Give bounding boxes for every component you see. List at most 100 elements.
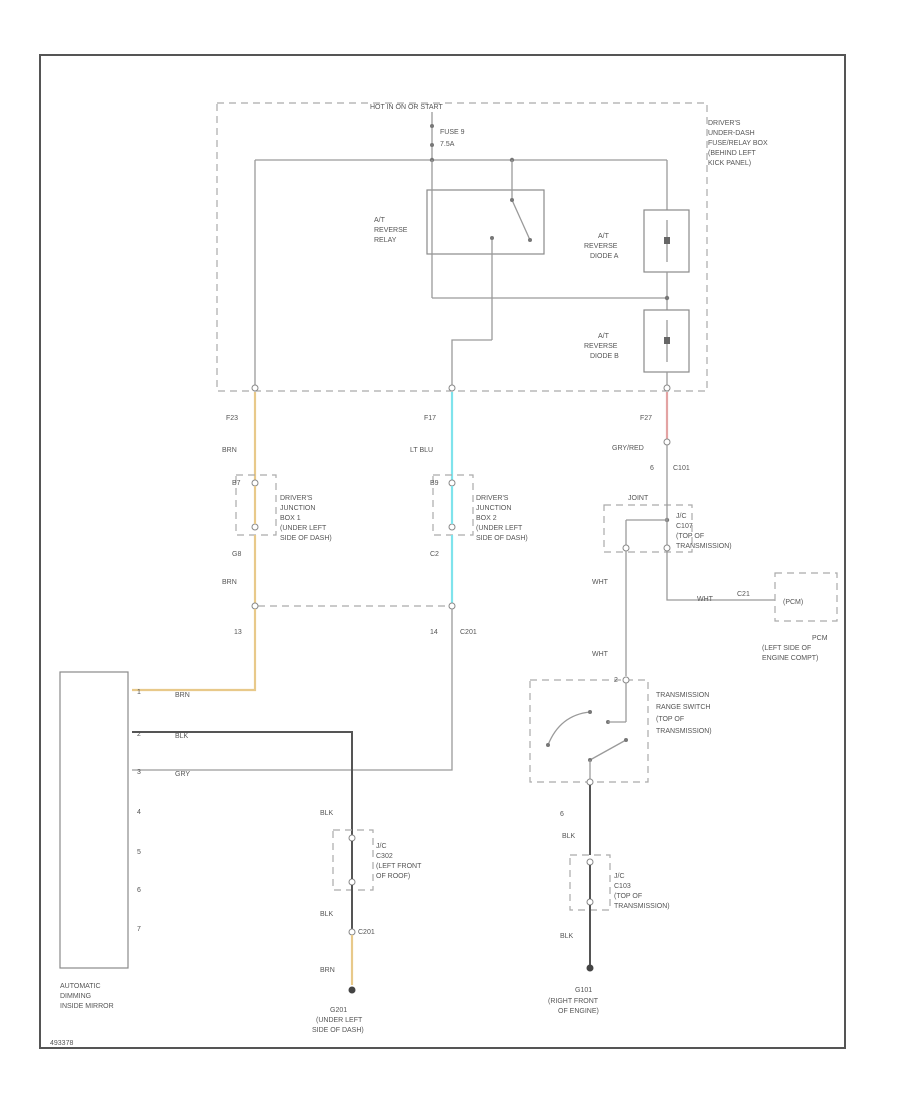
svg-text:C2: C2	[430, 551, 439, 558]
svg-text:JOINT: JOINT	[628, 495, 649, 502]
svg-text:(UNDER LEFT: (UNDER LEFT	[316, 1017, 363, 1024]
svg-text:(LEFT SIDE OF: (LEFT SIDE OF	[762, 645, 811, 652]
svg-text:DIODE B: DIODE B	[590, 353, 619, 360]
svg-text:(LEFT FRONT: (LEFT FRONT	[376, 863, 422, 870]
wire-label-ltblu: LT BLU	[410, 447, 433, 454]
svg-text:(TOP OF: (TOP OF	[676, 533, 704, 540]
svg-text:UNDER-DASH: UNDER-DASH	[708, 130, 755, 137]
svg-text:F23: F23	[226, 415, 238, 422]
trs-output-pin: 6	[560, 811, 564, 818]
svg-text:KICK PANEL): KICK PANEL)	[708, 160, 751, 167]
svg-text:3: 3	[137, 769, 141, 776]
svg-text:A/T: A/T	[598, 233, 610, 240]
svg-text:C103: C103	[614, 883, 631, 890]
wire-label-brn2: BRN	[222, 579, 237, 586]
wire-label-blk3: BLK	[562, 833, 576, 840]
svg-text:J/C: J/C	[676, 513, 687, 520]
svg-text:DRIVER'S: DRIVER'S	[280, 495, 313, 502]
svg-text:(UNDER LEFT: (UNDER LEFT	[476, 525, 523, 532]
ground-g201: G201 (UNDER LEFT SIDE OF DASH)	[312, 986, 364, 1034]
junction-box-2: B9 C2 DRIVER'S JUNCTION BOX 2 (UNDER LEF…	[430, 474, 528, 558]
gry-wire-to-mirror	[132, 609, 453, 771]
svg-text:F17: F17	[424, 415, 436, 422]
svg-text:(TOP OF: (TOP OF	[656, 716, 684, 723]
wire-label-gry-mirror: GRY	[175, 771, 190, 778]
svg-text:(TOP OF: (TOP OF	[614, 893, 642, 900]
blk-wire-to-ground	[132, 731, 353, 835]
svg-text:G201: G201	[330, 1007, 347, 1014]
svg-text:5: 5	[137, 849, 141, 856]
svg-text:13: 13	[234, 629, 242, 636]
svg-text:A/T: A/T	[598, 333, 610, 340]
auto-dimming-mirror: 1 2 3 4 5 6 7 AUTOMATIC DIMMING INSIDE M…	[59, 671, 141, 1010]
wire-label-wht1: WHT	[592, 579, 609, 586]
svg-text:AUTOMATIC: AUTOMATIC	[60, 983, 101, 990]
svg-text:B7: B7	[232, 480, 241, 487]
c101-pin	[663, 438, 671, 446]
svg-text:B9: B9	[430, 480, 439, 487]
svg-text:REVERSE: REVERSE	[584, 343, 618, 350]
svg-text:BOX 1: BOX 1	[280, 515, 301, 522]
jc-c107: JOINT J/C C107 (TOP OF TRANSMISSION)	[603, 495, 732, 553]
reverse-diode-a: A/T REVERSE DIODE A	[584, 209, 690, 273]
svg-text:BLK: BLK	[320, 810, 334, 817]
svg-text:J/C: J/C	[614, 873, 625, 880]
svg-text:TRANSMISSION): TRANSMISSION)	[676, 543, 732, 550]
svg-text:14: 14	[430, 629, 438, 636]
svg-text:TRANSMISSION): TRANSMISSION)	[614, 903, 670, 910]
svg-text:TRANSMISSION: TRANSMISSION	[656, 692, 709, 699]
wire-label-brn-mirror: BRN	[175, 692, 190, 699]
svg-text:C302: C302	[376, 853, 393, 860]
svg-text:J/C: J/C	[376, 843, 387, 850]
connector-c201: 13 14 C201	[234, 602, 477, 636]
wire-label-brn3: BRN	[320, 967, 335, 974]
svg-text:RANGE SWITCH: RANGE SWITCH	[656, 704, 710, 711]
svg-text:INSIDE MIRROR: INSIDE MIRROR	[60, 1003, 114, 1010]
fuse-relay-box-label: DRIVER'S UNDER-DASH FUSE/RELAY BOX (BEHI…	[708, 120, 768, 167]
svg-text:G8: G8	[232, 551, 241, 558]
svg-text:C107: C107	[676, 523, 693, 530]
svg-text:OF ENGINE): OF ENGINE)	[558, 1008, 599, 1015]
svg-text:2: 2	[137, 731, 141, 738]
relay-output-wire	[451, 339, 492, 388]
svg-text:2: 2	[614, 677, 618, 684]
svg-text:(RIGHT FRONT: (RIGHT FRONT	[548, 998, 599, 1005]
reverse-relay: A/T REVERSE RELAY	[374, 160, 545, 340]
svg-text:JUNCTION: JUNCTION	[280, 505, 315, 512]
fuse-9: FUSE 9 7.5A	[430, 112, 465, 160]
jc-c103: J/C C103 (TOP OF TRANSMISSION)	[569, 854, 670, 911]
svg-text:DRIVER'S: DRIVER'S	[708, 120, 741, 127]
outer-frame	[39, 54, 846, 1049]
fuse-relay-box-outline	[216, 102, 708, 392]
svg-text:FUSE/RELAY BOX: FUSE/RELAY BOX	[708, 140, 768, 147]
svg-text:(UNDER LEFT: (UNDER LEFT	[280, 525, 327, 532]
svg-text:7.5A: 7.5A	[440, 141, 455, 148]
svg-text:DIMMING: DIMMING	[60, 993, 91, 1000]
svg-text:1: 1	[137, 689, 141, 696]
figure-id: 493378	[50, 1040, 73, 1047]
svg-text:A/T: A/T	[374, 217, 386, 224]
svg-text:DRIVER'S: DRIVER'S	[476, 495, 509, 502]
svg-text:C201: C201	[460, 629, 477, 636]
junction-box-1: B7 G8 DRIVER'S JUNCTION BOX 1 (UNDER LEF…	[232, 474, 332, 558]
svg-text:ENGINE COMPT): ENGINE COMPT)	[762, 655, 818, 662]
svg-text:PCM: PCM	[812, 635, 828, 642]
svg-text:SIDE OF DASH): SIDE OF DASH)	[476, 535, 528, 542]
svg-text:(PCM): (PCM)	[783, 599, 803, 606]
c201-lower-label: C201	[358, 929, 375, 936]
svg-text:G101: G101	[575, 987, 592, 994]
wire-label-wht2: WHT	[697, 596, 714, 603]
svg-text:REVERSE: REVERSE	[584, 243, 618, 250]
c101-label: C101	[673, 465, 690, 472]
svg-text:OF ROOF): OF ROOF)	[376, 873, 410, 880]
ground-g101: G101 (RIGHT FRONT OF ENGINE)	[548, 964, 599, 1015]
box-pins: F23 F17 F27	[226, 384, 671, 422]
svg-text:SIDE OF DASH): SIDE OF DASH)	[280, 535, 332, 542]
wire-label-blk2: BLK	[320, 911, 334, 918]
svg-text:SIDE OF DASH): SIDE OF DASH)	[312, 1027, 364, 1034]
reverse-diode-b: A/T REVERSE DIODE B	[584, 309, 690, 373]
svg-text:6: 6	[137, 887, 141, 894]
svg-text:JUNCTION: JUNCTION	[476, 505, 511, 512]
